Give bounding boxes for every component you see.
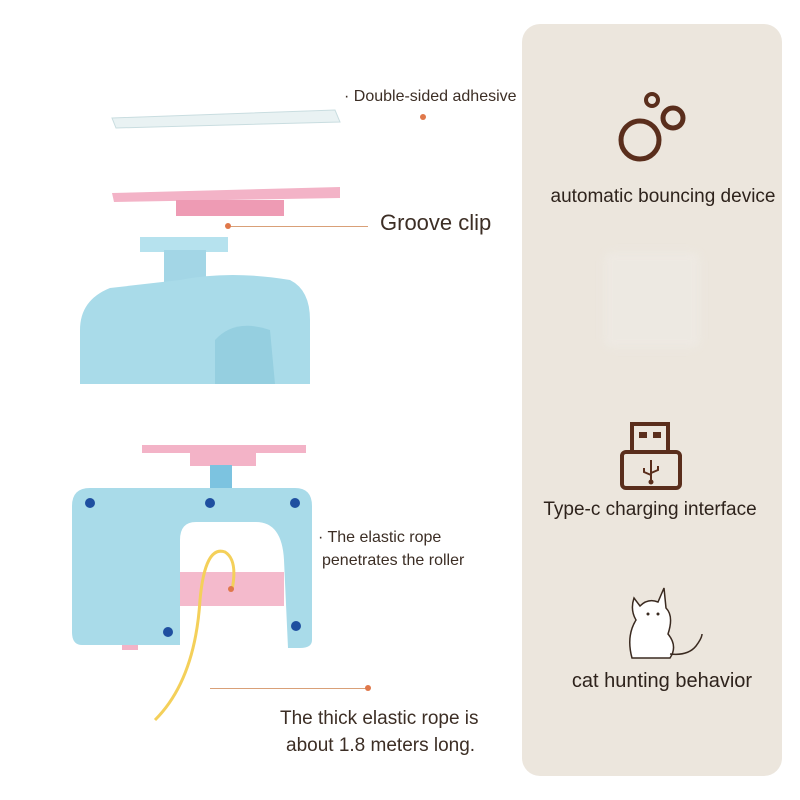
rope-length-dot	[365, 685, 371, 691]
groove-clip-body	[176, 200, 284, 216]
feature-label-hunting: cat hunting behavior	[571, 670, 753, 692]
groove-clip-plate	[112, 187, 340, 202]
device-body-front	[72, 488, 312, 648]
feature-label-charging: Type-c charging interface	[543, 499, 757, 520]
mount-top-plate	[140, 237, 228, 252]
device-illustration	[72, 109, 341, 722]
elastic-rope	[153, 549, 236, 722]
groove-leader	[228, 226, 368, 227]
adhesive-dot	[420, 114, 426, 120]
rope-length-callout-line1: The thick elastic rope is	[280, 708, 479, 729]
blurred-thumbnail	[604, 252, 700, 348]
groove-dot	[225, 223, 231, 229]
lower-pink-block	[190, 452, 256, 466]
adhesive-callout: · Double-sided adhesive	[344, 88, 517, 105]
lower-connector	[210, 465, 232, 489]
rope-roller-callout-line2: penetrates the roller	[322, 552, 465, 569]
adhesive-pad	[111, 109, 341, 129]
feature-label-bouncing: automatic bouncing device	[550, 186, 776, 207]
rope-length-callout-line2: about 1.8 meters long.	[286, 735, 476, 756]
cat-icon	[629, 587, 703, 659]
bubbles-icon	[618, 92, 686, 162]
usb-icon	[620, 422, 682, 490]
lower-pink-plate	[142, 445, 306, 453]
roller-dot	[228, 586, 234, 592]
rope-length-leader	[210, 688, 368, 689]
rope-roller-callout-line1: · The elastic rope	[318, 529, 442, 546]
device-body-top	[80, 275, 310, 384]
groove-callout: Groove clip	[380, 210, 492, 235]
